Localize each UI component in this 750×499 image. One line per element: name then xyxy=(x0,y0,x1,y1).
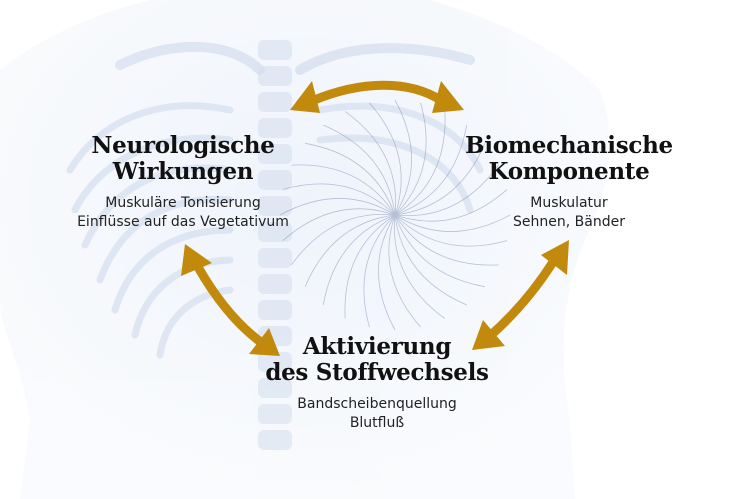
swirl-stroke xyxy=(304,214,396,287)
node-description: Muskuläre Tonisierung Einflüsse auf das … xyxy=(77,195,289,230)
arrow-left-bottom xyxy=(181,244,280,356)
swirl-stroke xyxy=(322,214,396,305)
swirl-stroke xyxy=(394,214,511,232)
node-title: Aktivierung des Stoffwechsels xyxy=(265,333,489,386)
swirl-stroke xyxy=(282,183,396,216)
swirl-stroke xyxy=(344,111,397,216)
swirl-stroke xyxy=(378,214,396,331)
swirl-stroke xyxy=(394,143,486,216)
swirl-stroke xyxy=(394,99,412,216)
swirl-stroke xyxy=(394,164,499,217)
torso-skeleton-illustration xyxy=(0,0,610,499)
swirl-stroke xyxy=(291,213,396,266)
swirl-stroke xyxy=(279,198,396,216)
arrow-right-bottom xyxy=(472,240,569,350)
swirl-stroke xyxy=(394,189,508,222)
node-title: Biomechanische Komponente xyxy=(465,132,673,185)
node-neurologische-wirkungen: Neurologische Wirkungen Muskuläre Tonisi… xyxy=(63,133,303,232)
node-biomechanische-komponente: Biomechanische Komponente Muskulatur Seh… xyxy=(459,133,679,232)
swirl-stroke xyxy=(394,125,468,216)
swirl-stroke xyxy=(394,214,508,247)
swirl-stroke xyxy=(363,214,396,328)
node-description: Muskulatur Sehnen, Bänder xyxy=(513,195,625,230)
swirl-stroke xyxy=(394,102,427,216)
swirl-stroke xyxy=(393,214,446,319)
swirl-stroke xyxy=(369,102,402,216)
swirl-stroke xyxy=(394,214,467,306)
swirl-stroke xyxy=(394,214,485,288)
swirl-stroke xyxy=(388,214,421,328)
node-description: Bandscheibenquellung Blutfluß xyxy=(297,396,457,431)
swirl-stroke xyxy=(291,164,396,216)
radial-swirl-graphic xyxy=(279,99,511,331)
swirl-stroke xyxy=(305,142,396,216)
swirl-stroke xyxy=(394,214,499,266)
arrow-left-right xyxy=(290,80,464,113)
swirl-stroke xyxy=(323,124,396,216)
swirl-stroke xyxy=(282,208,396,241)
node-title: Neurologische Wirkungen xyxy=(91,132,275,185)
swirl-stroke xyxy=(394,111,446,216)
swirl-stroke xyxy=(344,214,396,319)
node-aktivierung-stoffwechsel: Aktivierung des Stoffwechsels Bandscheib… xyxy=(262,334,492,433)
